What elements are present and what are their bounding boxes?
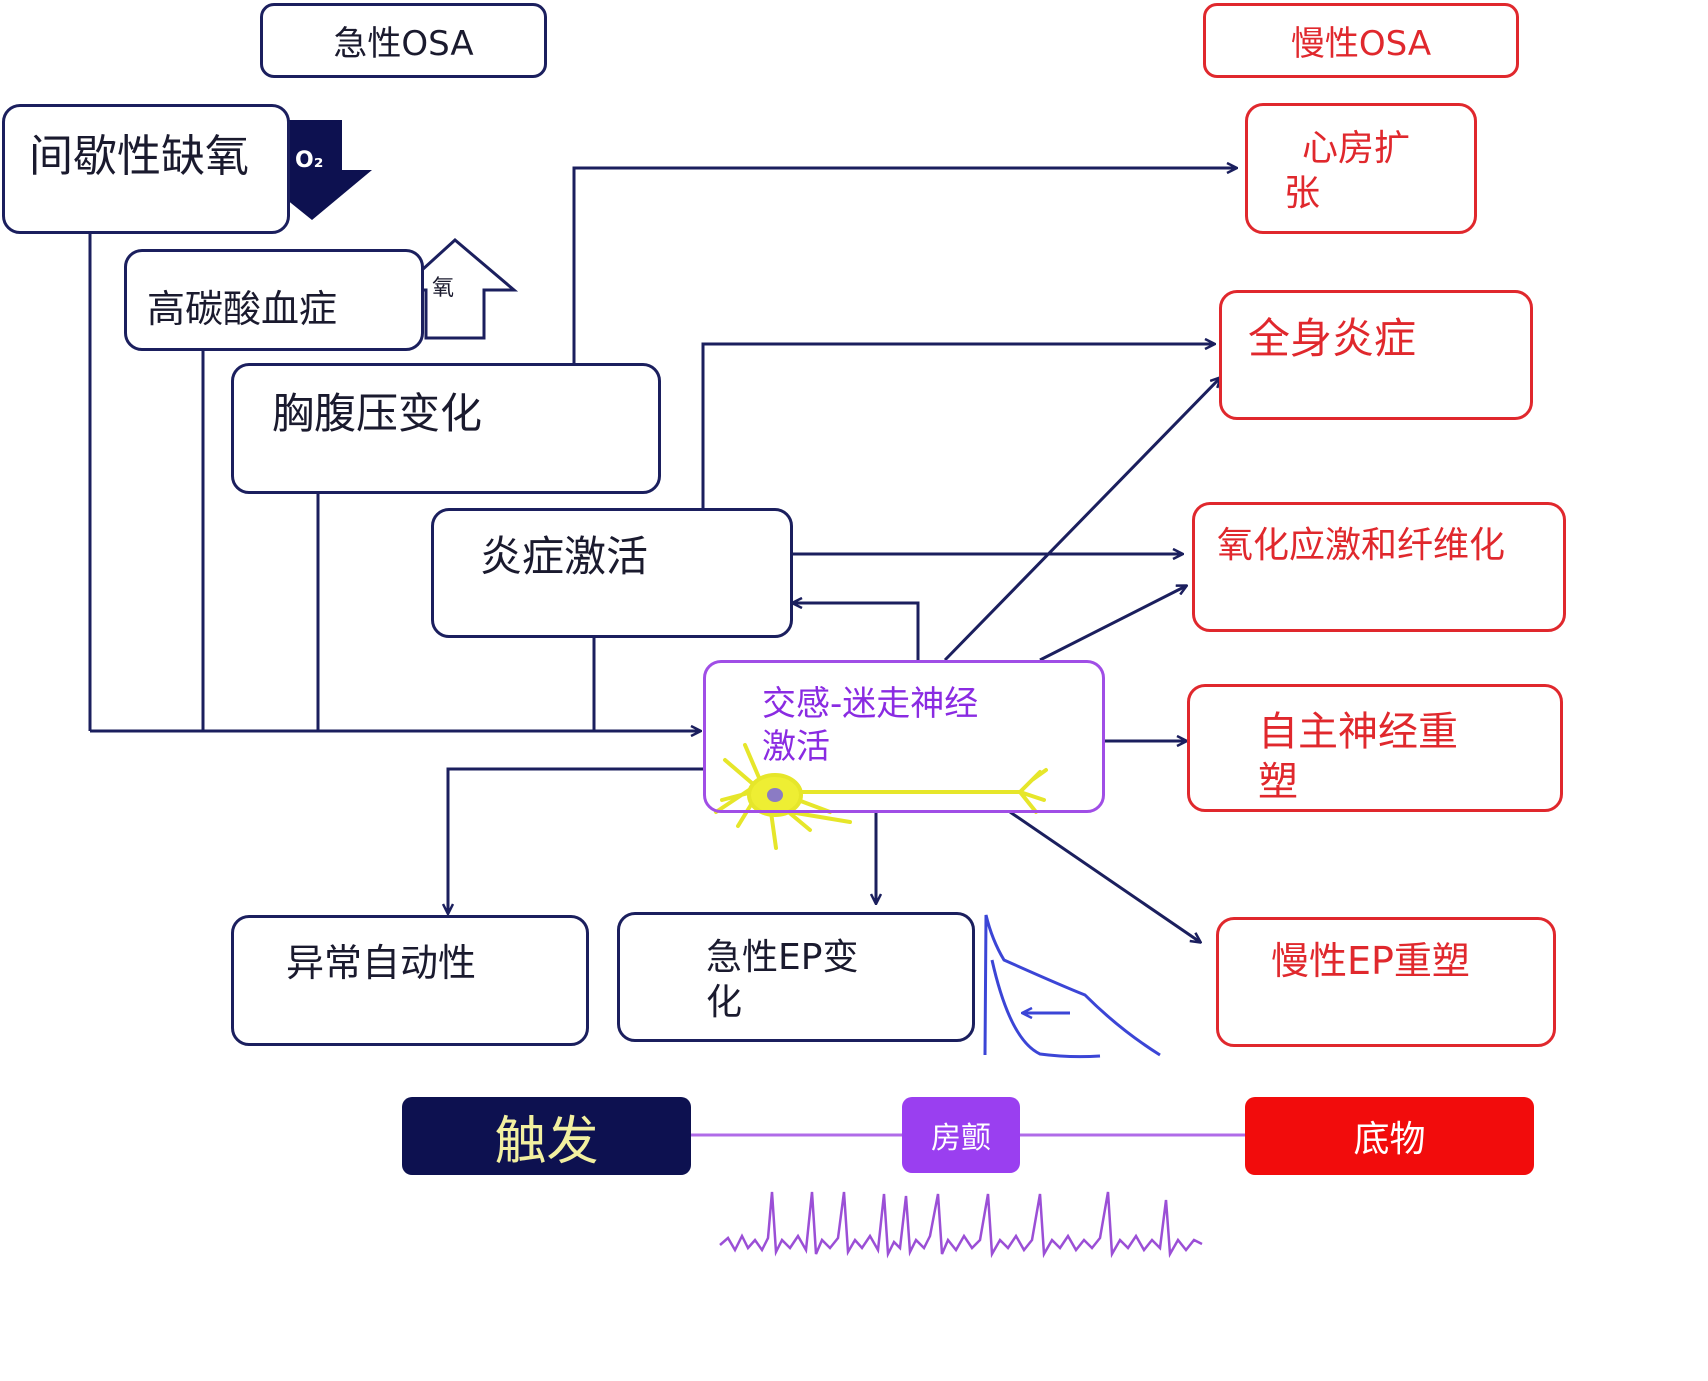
automaticity-box: 异常自动性 <box>231 915 589 1046</box>
atrial-dilation-label: 心房扩 张 <box>1284 128 1411 214</box>
arrow-inflammation-to-systemic <box>701 344 1214 508</box>
acute-osa-header: 急性OSA <box>260 3 547 78</box>
hypercapnia-label: 高碳酸血症 <box>147 287 338 331</box>
acute-osa-label: 急性OSA <box>333 24 474 64</box>
af-label: 房颤 <box>931 1121 991 1156</box>
systemic-inflammation-label: 全身炎症 <box>1248 314 1417 363</box>
chronic-osa-header: 慢性OSA <box>1203 3 1519 78</box>
hypercapnia-box: 高碳酸血症 <box>124 249 424 351</box>
oxygen-icon-label: 氧 <box>432 276 455 301</box>
o2-icon-label: O₂ <box>295 148 324 173</box>
inflammation-box: 炎症激活 <box>431 508 793 638</box>
substrate-label: 底物 <box>1353 1119 1426 1160</box>
inflammation-label: 炎症激活 <box>480 532 649 581</box>
hypoxia-label: 间歇性缺氧 <box>29 131 249 182</box>
arrow-pressure-to-atrial-dilation <box>572 168 1236 363</box>
pressure-label: 胸腹压变化 <box>272 389 483 438</box>
trigger-pill: 触发 <box>402 1097 691 1175</box>
atrial-dilation-box: 心房扩 张 <box>1245 103 1477 234</box>
oxidative-label: 氧化应激和纤维化 <box>1217 525 1506 566</box>
neuron-icon <box>714 743 1048 850</box>
hypoxia-box: 间歇性缺氧 <box>2 104 290 234</box>
acute-ep-label: 急性EP变 化 <box>706 937 859 1023</box>
o2-down-arrow-icon <box>250 120 372 220</box>
action-potential-icon <box>983 914 1161 1059</box>
autonomic-box: 交感-迷走神经 激活 <box>703 660 1105 813</box>
arrow-autonomic-to-automaticity <box>448 767 704 913</box>
arrow-autonomic-to-oxidative <box>1039 586 1186 662</box>
pressure-box: 胸腹压变化 <box>231 363 661 494</box>
automaticity-label: 异常自动性 <box>286 941 477 985</box>
systemic-inflammation-box: 全身炎症 <box>1219 290 1533 420</box>
autonomic-remodel-box: 自主神经重 塑 <box>1187 684 1563 812</box>
arrow-autonomic-to-inflammation <box>793 603 920 660</box>
autonomic-remodel-label: 自主神经重 塑 <box>1258 709 1458 805</box>
af-pill: 房颤 <box>902 1097 1020 1173</box>
arrow-autonomic-to-systemic <box>943 378 1220 662</box>
chronic-ep-label: 慢性EP重塑 <box>1271 939 1470 983</box>
substrate-pill: 底物 <box>1245 1097 1534 1175</box>
autonomic-label: 交感-迷走神经 激活 <box>762 684 979 767</box>
arrow-autonomic-to-chronic-ep <box>1009 810 1200 942</box>
trigger-label: 触发 <box>494 1111 599 1172</box>
ecg-trace-icon <box>719 1191 1203 1259</box>
chronic-osa-label: 慢性OSA <box>1290 24 1432 64</box>
connector-layer <box>88 120 1245 1259</box>
chronic-ep-box: 慢性EP重塑 <box>1216 917 1556 1047</box>
oxygen-up-arrow-icon <box>396 238 519 340</box>
oxidative-box: 氧化应激和纤维化 <box>1192 502 1566 632</box>
acute-ep-box: 急性EP变 化 <box>617 912 975 1042</box>
